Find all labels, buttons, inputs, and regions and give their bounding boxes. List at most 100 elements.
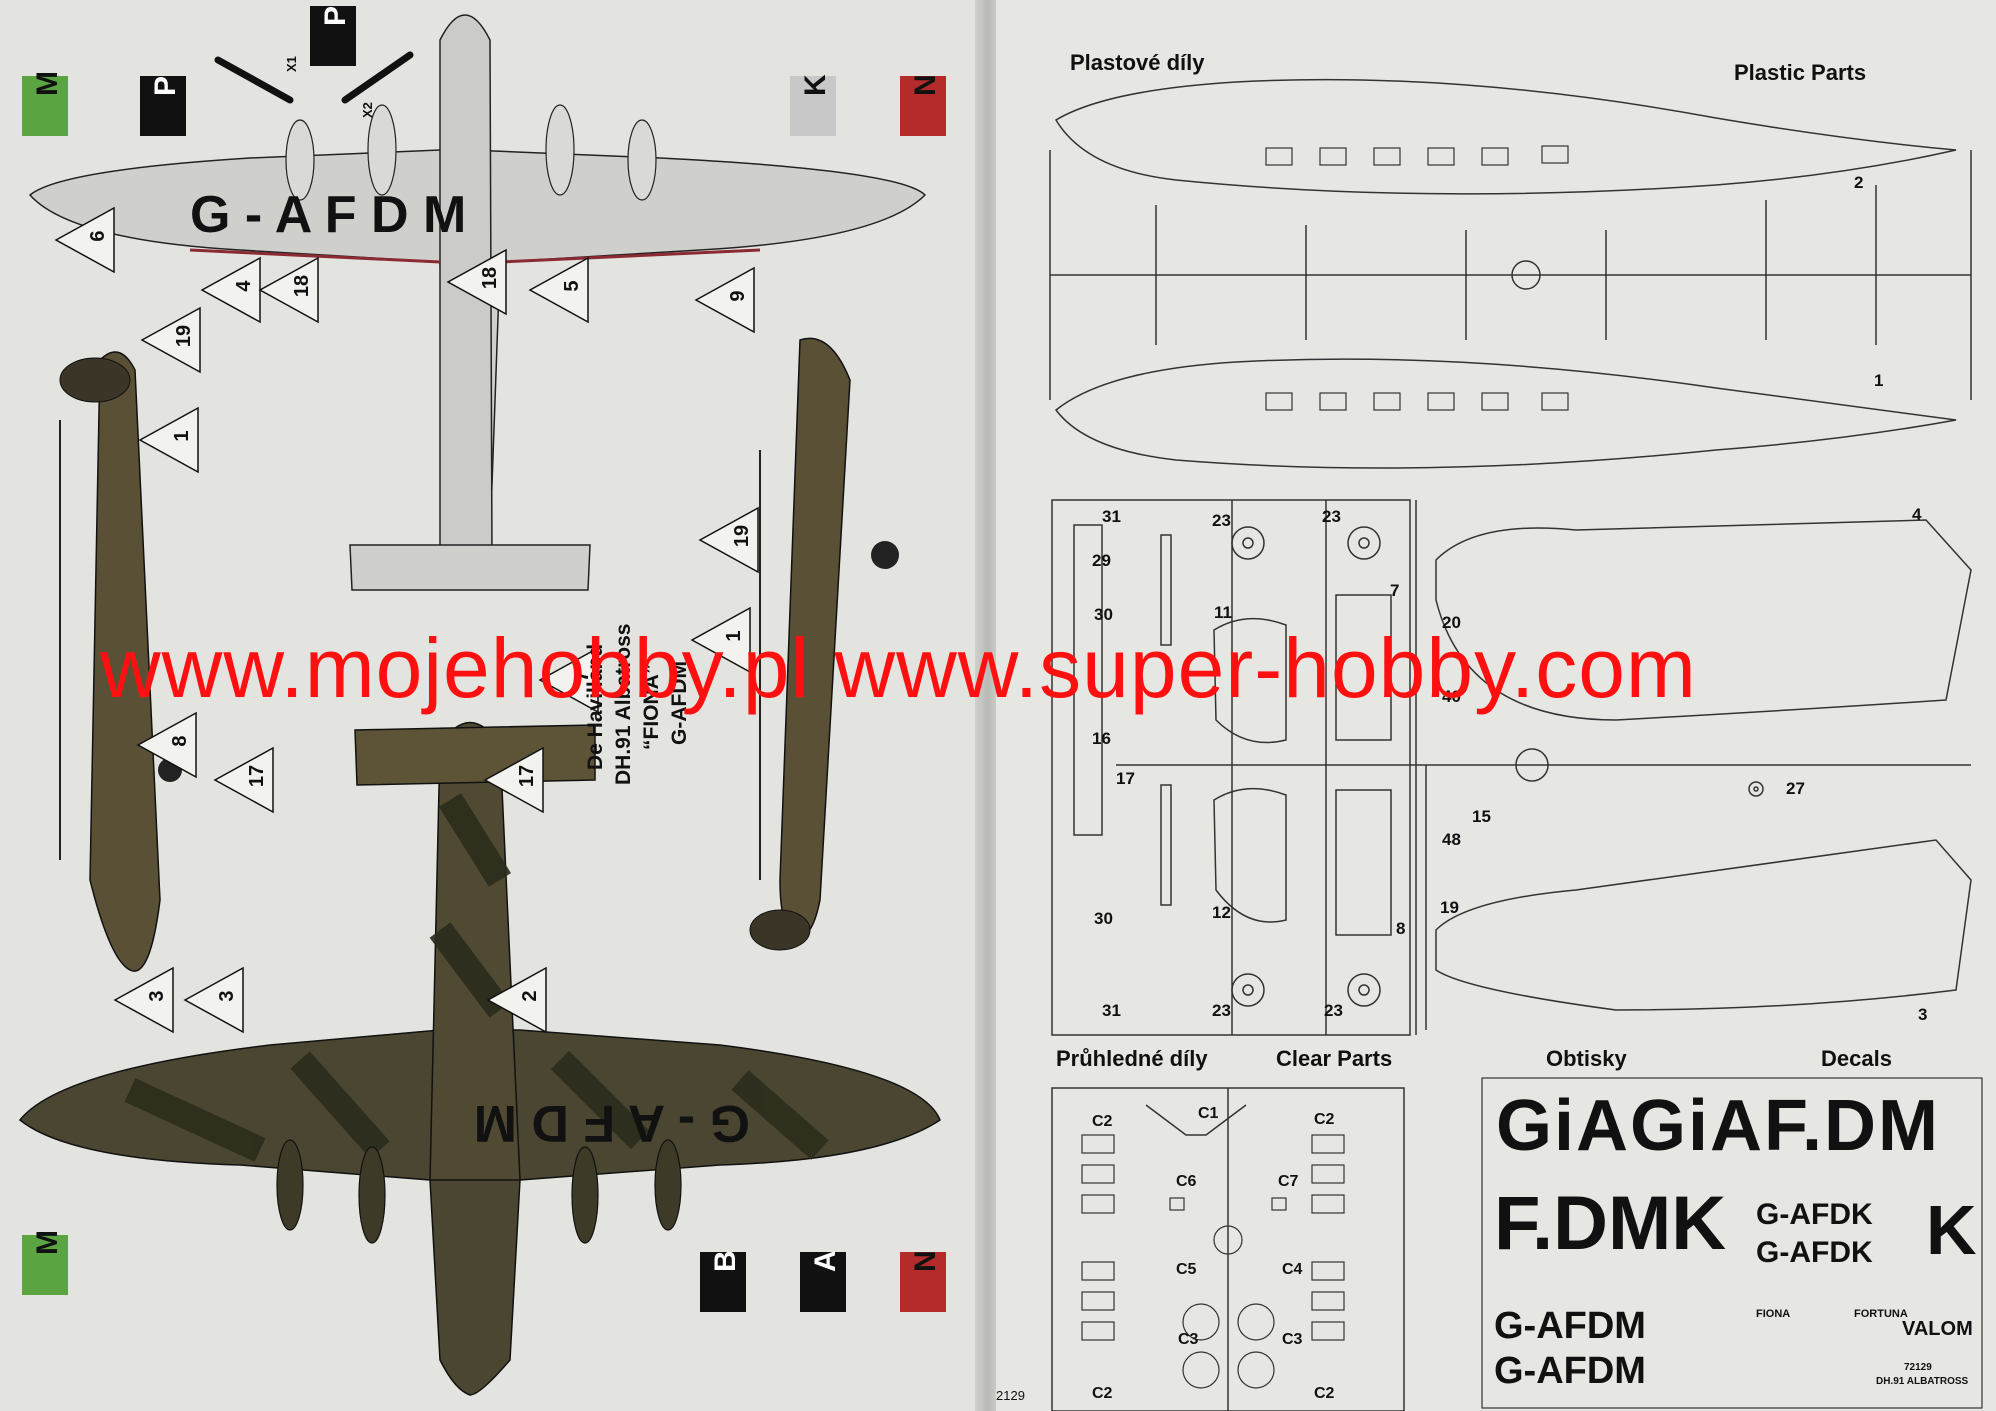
part-number-23: 23 (1322, 507, 1341, 526)
decal-fortuna: FORTUNA (1854, 1308, 1908, 1320)
svg-text:N: N (909, 74, 942, 96)
part-number-30: 30 (1094, 909, 1113, 928)
part-number-4: 4 (1912, 505, 1922, 524)
decal-small-2: G-AFDK (1756, 1236, 1873, 1269)
page-number: 2129 (996, 1388, 1025, 1403)
callout-bottom-4: 2 (486, 966, 547, 1034)
svg-text:“FIONA”: “FIONA” (640, 664, 663, 750)
svg-text:De Havilland: De Havilland (584, 644, 607, 770)
callout-bottom-0-label: 17 (246, 765, 268, 787)
clear-part-c7: C7 (1278, 1173, 1299, 1190)
callout-top-7-label: 9 (727, 290, 749, 301)
part-number-19: 19 (1440, 898, 1459, 917)
bottom-view-aircraft: G - A F D M (18, 721, 941, 1396)
plastic-parts-title-cz: Plastové díly (1070, 50, 1205, 75)
color-key-p-1: P (140, 76, 186, 136)
part-number-27: 27 (1786, 779, 1805, 798)
color-key-p-2: P (310, 6, 356, 66)
color-key-n-top: N (900, 74, 946, 136)
callout-top-2: 18 (446, 248, 507, 316)
callout-top-0-label: 4 (233, 280, 255, 292)
callout-top-4: 6 (54, 206, 115, 274)
clear-part-c2: C2 (1314, 1385, 1335, 1402)
callout-bottom-4-label: 2 (519, 990, 541, 1001)
clear-part-c5: C5 (1176, 1261, 1197, 1278)
clear-parts-title-cz: Průhledné díly (1056, 1046, 1208, 1071)
plastic-parts-title-en: Plastic Parts (1734, 60, 1867, 85)
part-number-2: 2 (1854, 173, 1863, 192)
part-number-48: 48 (1442, 830, 1461, 849)
decal-fiona: FIONA (1756, 1308, 1791, 1320)
part-number-40: 40 (1442, 687, 1461, 706)
callout-top-5: 19 (140, 306, 201, 374)
fuselage-part-2 (1054, 78, 1957, 195)
callout-top-8: 19 (698, 506, 759, 574)
part-number-1: 1 (1874, 371, 1883, 390)
decals-title-cz: Obtisky (1546, 1046, 1627, 1071)
decal-sheet-name: DH.91 ALBATROSS (1876, 1376, 1969, 1387)
prop-label-x1: X1 (284, 56, 299, 72)
part-number-15: 15 (1472, 807, 1491, 826)
callout-top-2-label: 18 (479, 267, 501, 289)
svg-text:P: P (319, 6, 352, 26)
svg-text:N: N (909, 1250, 942, 1272)
callout-top-8-label: 19 (731, 525, 753, 547)
color-key-k: K (790, 74, 836, 136)
decal-sheet-code: 72129 (1904, 1362, 1932, 1373)
clear-part-c4: C4 (1282, 1261, 1303, 1278)
svg-text:M: M (31, 1230, 64, 1255)
decal-k: K (1926, 1191, 1977, 1269)
color-key-m-top: M (22, 71, 68, 136)
bottom-registration: G - A F D M (474, 1094, 750, 1152)
svg-text:DH.91 Albatross: DH.91 Albatross (612, 624, 635, 785)
wing-part-4 (1435, 519, 1972, 721)
decal-reg-2: G-AFDM (1494, 1350, 1646, 1392)
callout-top-11: 8 (136, 711, 197, 779)
callout-top-6: 1 (138, 406, 199, 474)
callout-bottom-0: 17 (213, 746, 274, 814)
part-number-11: 11 (1214, 603, 1232, 622)
callout-top-10: 7 (538, 646, 599, 714)
callout-top-9-label: 1 (723, 630, 745, 641)
part-number-23: 23 (1212, 511, 1231, 530)
part-number-30: 30 (1094, 605, 1113, 624)
callout-top-3-label: 5 (561, 280, 583, 291)
part-number-16: 16 (1092, 729, 1111, 748)
callout-bottom-2: 3 (113, 966, 174, 1034)
prop-label-x2: X2 (360, 102, 375, 118)
side-view-right (749, 337, 899, 951)
wing-part-3 (1435, 839, 1972, 1011)
part-number-31: 31 (1102, 1001, 1121, 1020)
callout-top-11-label: 8 (169, 735, 191, 746)
part-number-3: 3 (1918, 1005, 1927, 1024)
top-registration: G - A F D M (190, 186, 466, 244)
clear-part-c1: C1 (1198, 1105, 1219, 1122)
part-number-20: 20 (1442, 613, 1461, 632)
decal-row-2: F.DMK (1494, 1181, 1727, 1266)
clear-part-c2: C2 (1092, 1385, 1113, 1402)
clear-part-c6: C6 (1176, 1173, 1197, 1190)
callout-top-1: 18 (258, 256, 319, 324)
left-page: G - A F D M X1 X2 G - A F D M (0, 0, 980, 1411)
clear-part-c2: C2 (1092, 1113, 1113, 1130)
color-key-m-bottom: M (22, 1230, 68, 1295)
callout-top-6-label: 1 (171, 430, 193, 441)
decal-row-1: GiAGiAF.DM (1496, 1086, 1940, 1166)
fuselage-part-1 (1054, 358, 1957, 469)
callout-bottom-3-label: 3 (216, 990, 238, 1001)
callout-bottom-3: 3 (183, 966, 244, 1034)
callout-top-9: 1 (690, 606, 751, 674)
svg-text:G-AFDM: G-AFDM (668, 661, 691, 745)
callout-top-5-label: 19 (173, 325, 195, 347)
clear-part-c3: C3 (1282, 1331, 1303, 1348)
svg-text:M: M (31, 71, 64, 96)
callout-top-0: 4 (200, 256, 261, 324)
part-number-29: 29 (1092, 551, 1111, 570)
svg-text:P: P (149, 76, 182, 96)
painting-guide: G - A F D M X1 X2 G - A F D M (18, 6, 946, 1396)
callout-bottom-1-label: 17 (516, 765, 538, 787)
callout-top-1-label: 18 (291, 275, 313, 297)
callout-top-7: 9 (694, 266, 755, 334)
decal-valom: VALOM (1902, 1318, 1973, 1340)
